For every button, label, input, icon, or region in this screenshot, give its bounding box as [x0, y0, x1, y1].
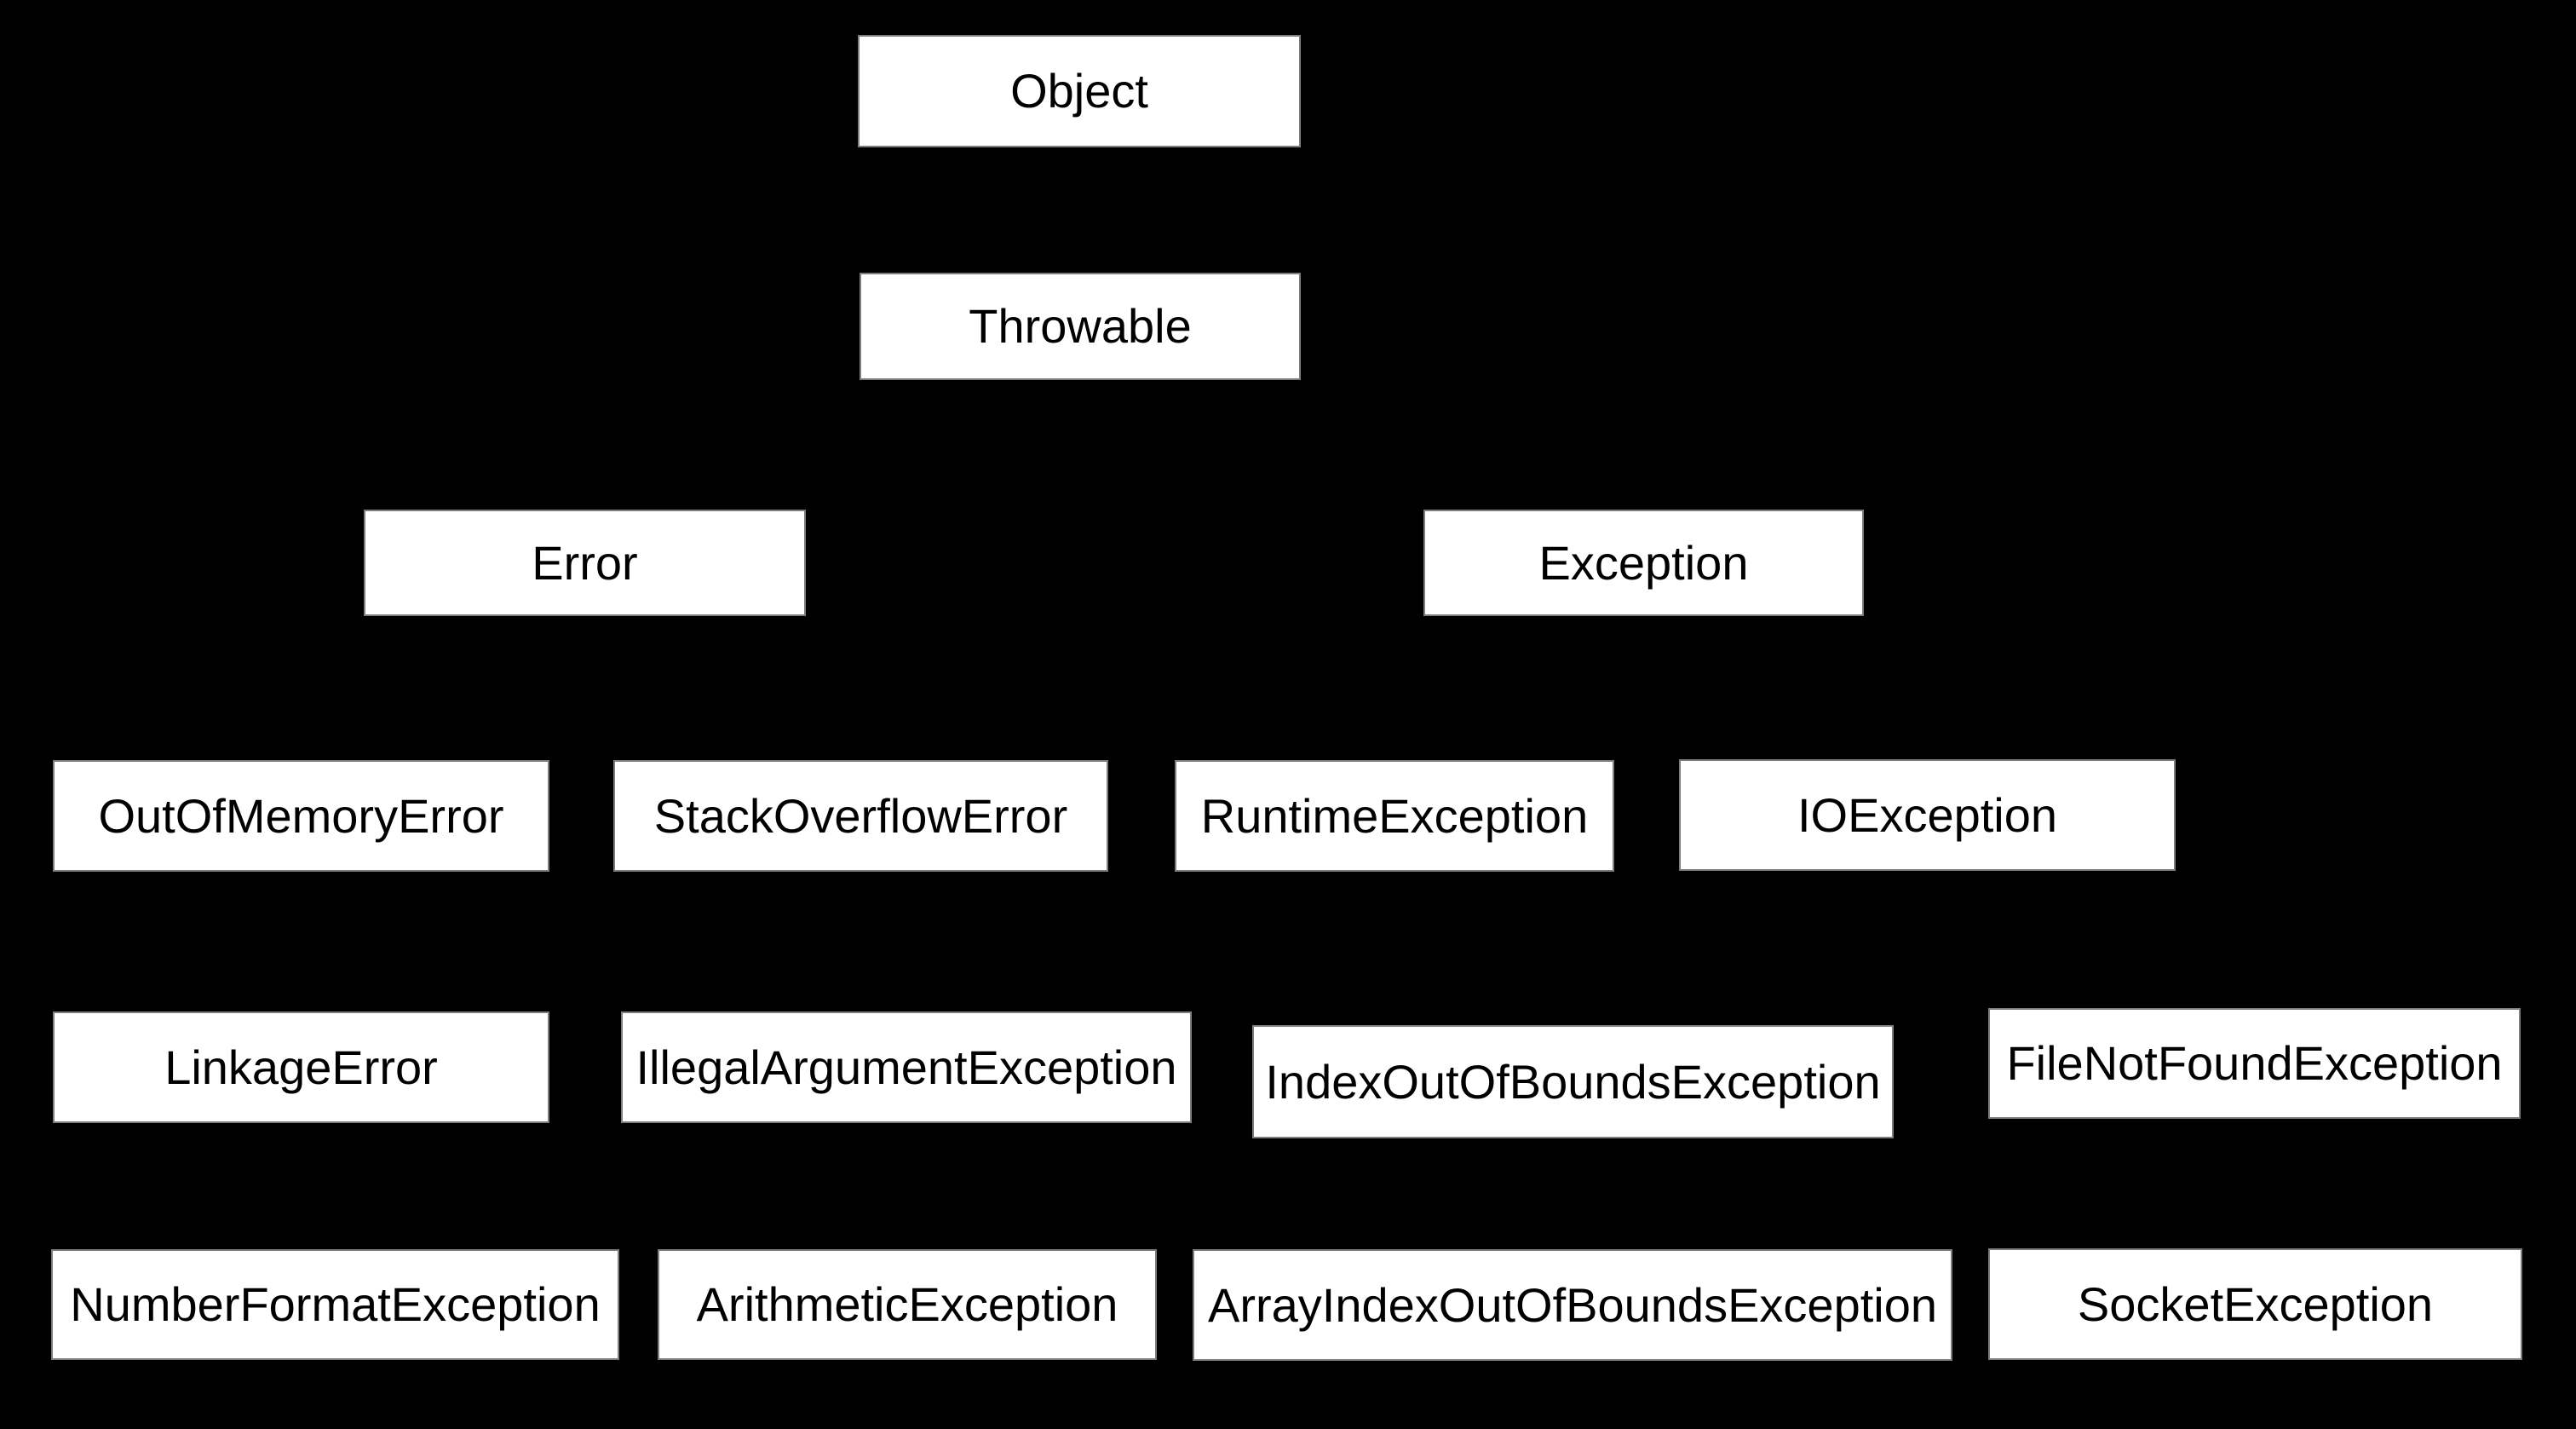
node-file-not-found-exception: FileNotFoundException — [1988, 1008, 2521, 1119]
node-runtime-exception: RuntimeException — [1175, 760, 1614, 872]
node-exception: Exception — [1423, 510, 1864, 616]
node-illegal-argument-exception: IllegalArgumentException — [621, 1011, 1192, 1123]
node-stack-overflow-error: StackOverflowError — [613, 760, 1108, 872]
node-array-index-out-of-bounds-exception: ArrayIndexOutOfBoundsException — [1193, 1249, 1952, 1361]
node-error: Error — [364, 510, 806, 616]
node-out-of-memory-error: OutOfMemoryError — [53, 760, 549, 872]
node-io-exception: IOException — [1679, 759, 2176, 871]
node-index-out-of-bounds-exception: IndexOutOfBoundsException — [1252, 1025, 1894, 1138]
node-number-format-exception: NumberFormatException — [51, 1249, 619, 1360]
node-throwable: Throwable — [860, 273, 1301, 380]
node-socket-exception: SocketException — [1988, 1248, 2522, 1360]
node-arithmetic-exception: ArithmeticException — [658, 1249, 1157, 1360]
node-object: Object — [858, 35, 1301, 147]
node-linkage-error: LinkageError — [53, 1011, 549, 1123]
